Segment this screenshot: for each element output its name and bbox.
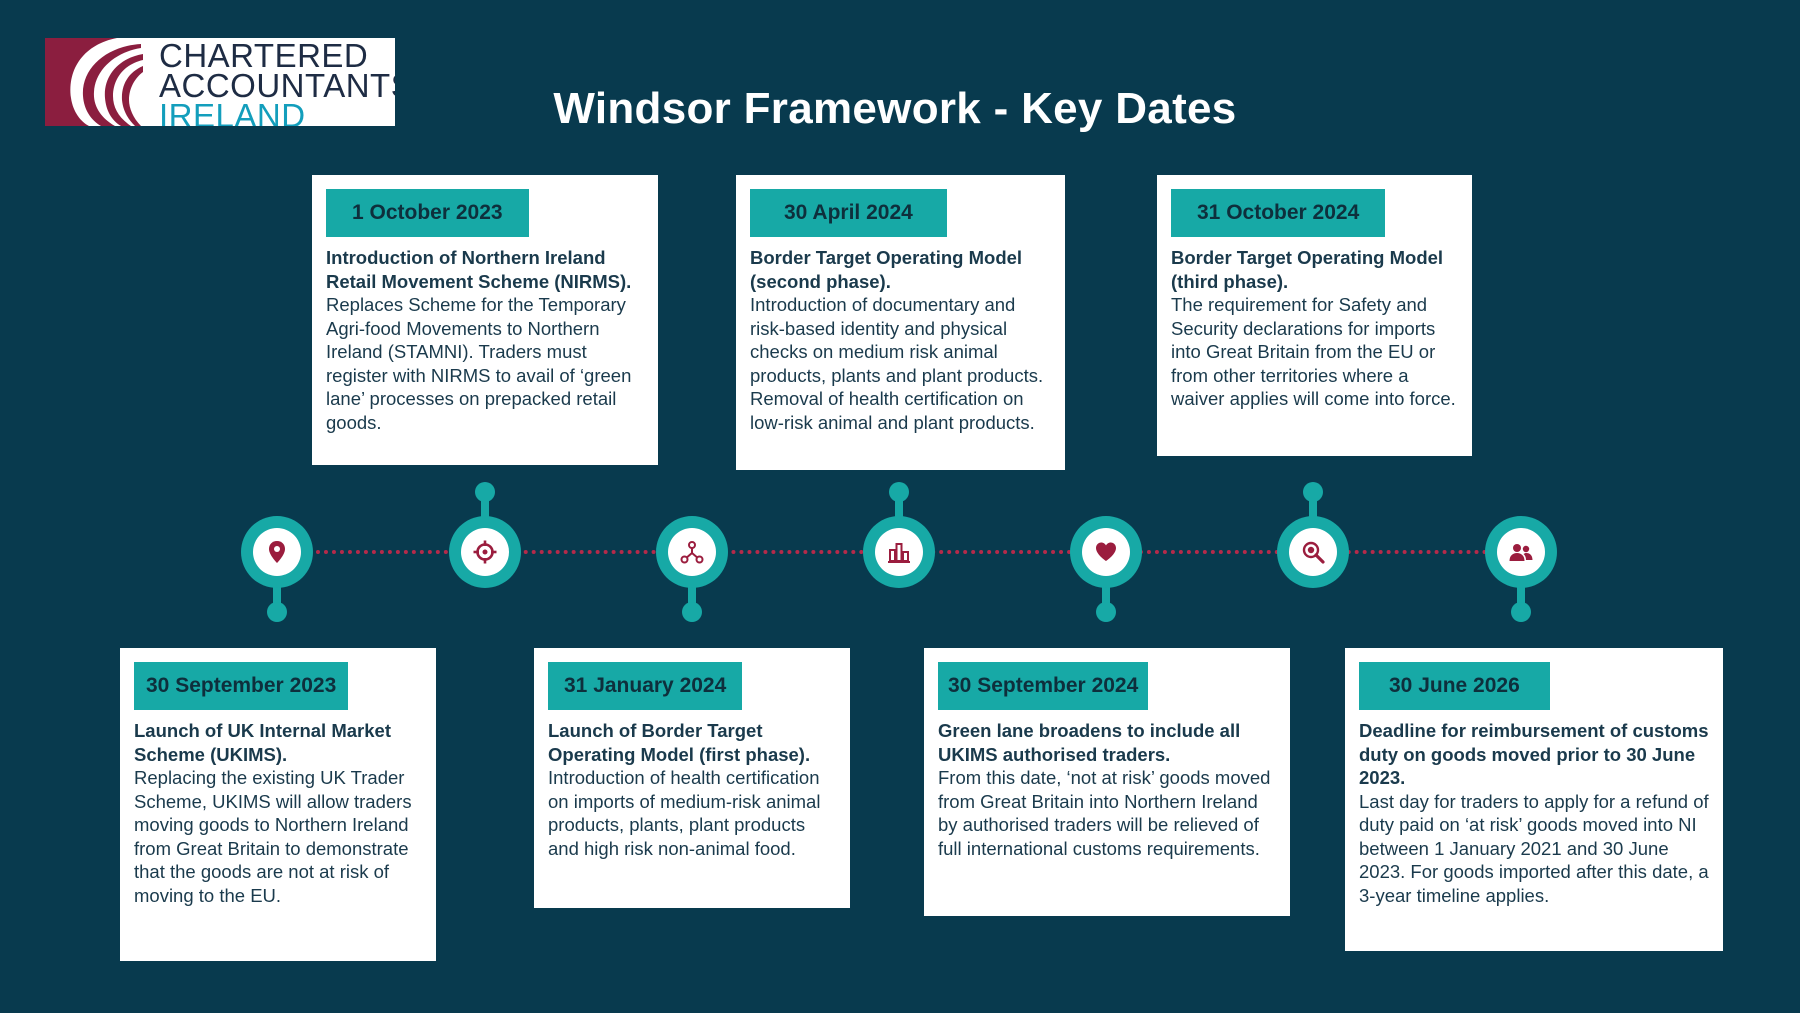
date-badge: 1 October 2023 xyxy=(326,189,529,237)
timeline-connector-end xyxy=(1096,602,1116,622)
timeline-connector xyxy=(481,492,489,522)
event-heading: Launch of Border Target Operating Model … xyxy=(548,720,811,765)
date-badge: 31 January 2024 xyxy=(548,662,743,710)
date-badge: 30 September 2023 xyxy=(134,662,349,710)
timeline-connector-end xyxy=(267,602,287,622)
event-body: Replaces Scheme for the Temporary Agri-f… xyxy=(326,294,632,433)
timeline-node xyxy=(449,516,521,588)
timeline-node xyxy=(241,516,313,588)
logo-text-ireland: IRELAND xyxy=(159,97,306,126)
logo-text-chartered: CHARTERED xyxy=(159,38,369,74)
event-card-bottom: 30 June 2026 Deadline for reimbursement … xyxy=(1345,648,1723,951)
event-body: Last day for traders to apply for a refu… xyxy=(1359,790,1709,906)
date-badge: 30 September 2024 xyxy=(938,662,1149,710)
timeline-connector-end xyxy=(1511,602,1531,622)
heart-icon xyxy=(1096,542,1116,561)
date-badge: 30 April 2024 xyxy=(750,189,947,237)
timeline-node xyxy=(863,516,935,588)
network-icon xyxy=(680,541,704,564)
timeline-connector xyxy=(273,580,281,610)
crosshair-icon xyxy=(473,540,497,564)
event-body: Introduction of health certification on … xyxy=(548,767,821,859)
date-badge: 30 June 2026 xyxy=(1359,662,1550,710)
timeline-node xyxy=(1070,516,1142,588)
timeline-node xyxy=(1277,516,1349,588)
logo: CHARTERED ACCOUNTANTS IRELAND xyxy=(45,38,395,126)
event-heading: Launch of UK Internal Market Scheme (UKI… xyxy=(134,720,391,765)
search-icon xyxy=(1302,541,1325,564)
event-card-top: 1 October 2023 Introduction of Northern … xyxy=(312,175,658,465)
page-title: Windsor Framework - Key Dates xyxy=(553,84,1237,133)
event-card-top: 31 October 2024 Border Target Operating … xyxy=(1157,175,1472,456)
bar-chart-icon xyxy=(888,543,910,563)
event-body: From this date, ‘not at risk’ goods move… xyxy=(938,767,1271,859)
logo-swoosh-icon xyxy=(45,38,155,126)
timeline-node xyxy=(656,516,728,588)
timeline-connector xyxy=(688,580,696,610)
timeline-connector xyxy=(1102,580,1110,610)
event-body: Introduction of documentary and risk-bas… xyxy=(750,294,1044,433)
timeline-connector xyxy=(895,492,903,522)
event-card-bottom: 30 September 2024 Green lane broadens to… xyxy=(924,648,1290,916)
event-heading: Deadline for reimbursement of customs du… xyxy=(1359,720,1709,788)
logo-text-accountants: ACCOUNTANTS xyxy=(159,67,395,104)
timeline-connector xyxy=(1309,492,1317,522)
timeline-node xyxy=(1485,516,1557,588)
event-card-bottom: 30 September 2023 Launch of UK Internal … xyxy=(120,648,436,961)
event-body: The requirement for Safety and Security … xyxy=(1171,294,1456,409)
event-heading: Green lane broadens to include all UKIMS… xyxy=(938,720,1241,765)
date-badge: 31 October 2024 xyxy=(1171,189,1386,237)
event-card-bottom: 31 January 2024 Launch of Border Target … xyxy=(534,648,850,908)
timeline-connector xyxy=(1517,580,1525,610)
map-pin-icon xyxy=(269,541,285,563)
timeline-connector-end xyxy=(682,602,702,622)
event-heading: Border Target Operating Model (second ph… xyxy=(750,247,1023,292)
event-card-top: 30 April 2024 Border Target Operating Mo… xyxy=(736,175,1065,470)
event-heading: Border Target Operating Model (third pha… xyxy=(1171,247,1444,292)
event-heading: Introduction of Northern Ireland Retail … xyxy=(326,247,632,292)
event-body: Replacing the existing UK Trader Scheme,… xyxy=(134,767,412,906)
people-icon xyxy=(1509,544,1533,561)
